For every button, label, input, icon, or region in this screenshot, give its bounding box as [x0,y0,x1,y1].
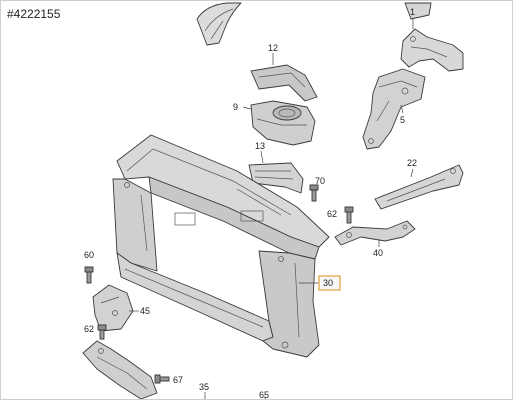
callout-1: 1 [410,7,415,17]
callout-62-lower: 62 [84,324,94,334]
lower-left-bracket [82,340,158,399]
callout-13: 13 [255,141,265,151]
callout-70: 70 [315,176,325,186]
callout-40: 40 [373,248,383,258]
bracket-part-1 [400,28,464,72]
screw-part-67 [154,374,170,384]
top-right-partial [404,2,432,20]
callout-5: 5 [400,115,405,125]
callout-9: 9 [233,102,238,112]
callout-62-upper: 62 [327,209,337,219]
callout-30-badge [318,275,341,291]
part-number: #4222155 [7,7,61,21]
callout-35: 35 [199,382,209,392]
callout-67: 67 [173,375,183,385]
callout-30: 30 [323,278,333,288]
callout-22: 22 [407,158,417,168]
top-bracket-part [196,2,242,46]
screw-part-62-lower [97,324,107,340]
air-guide-part-12 [250,64,318,102]
intake-duct-part-9 [250,100,316,146]
small-duct-part-13 [248,162,304,194]
callout-60: 60 [84,250,94,260]
callout-12: 12 [268,43,278,53]
bracket-part-5 [362,68,426,150]
callout-65: 65 [259,390,269,399]
carrier-frame-part-30 [112,134,330,358]
screw-part-60 [84,266,94,284]
callout-45: 45 [140,306,150,316]
bracket-part-45 [92,284,134,332]
bracket-part-22 [374,164,464,210]
screw-part-62-upper [344,206,354,224]
screw-part-70 [309,184,319,202]
bracket-part-40 [334,220,416,246]
